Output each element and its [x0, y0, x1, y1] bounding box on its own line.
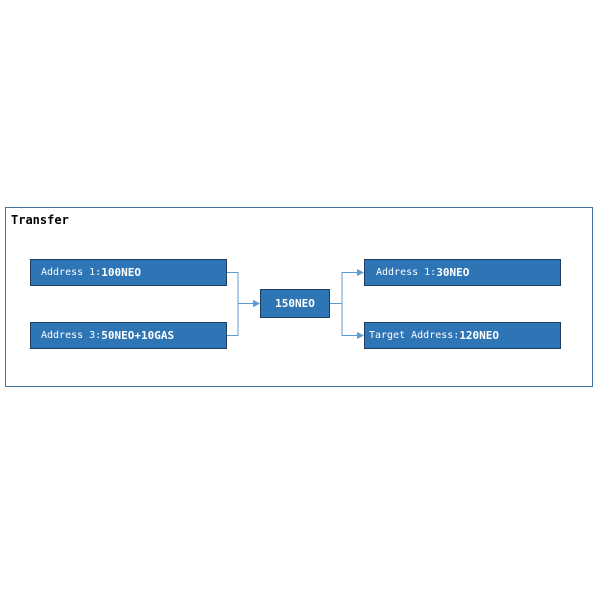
input-node-amount: 50NEO+10GAS	[101, 329, 175, 342]
output-node-label: Target Address:	[369, 330, 460, 341]
output-node-label: Address 1:	[376, 267, 437, 278]
input-node-address-1: Address 1: 100NEO	[30, 259, 227, 286]
merge-node: 150NEO	[260, 289, 330, 318]
frame-title: Transfer	[11, 213, 69, 227]
merge-node-amount: 150NEO	[275, 297, 315, 310]
input-node-label: Address 1:	[41, 267, 102, 278]
input-node-address-3: Address 3: 50NEO+10GAS	[30, 322, 227, 349]
input-node-label: Address 3:	[41, 330, 102, 341]
output-node-amount: 120NEO	[459, 329, 500, 342]
output-node-target-address: Target Address: 120NEO	[364, 322, 561, 349]
output-node-amount: 30NEO	[436, 266, 470, 279]
input-node-amount: 100NEO	[101, 266, 141, 279]
output-node-address-1: Address 1: 30NEO	[364, 259, 561, 286]
